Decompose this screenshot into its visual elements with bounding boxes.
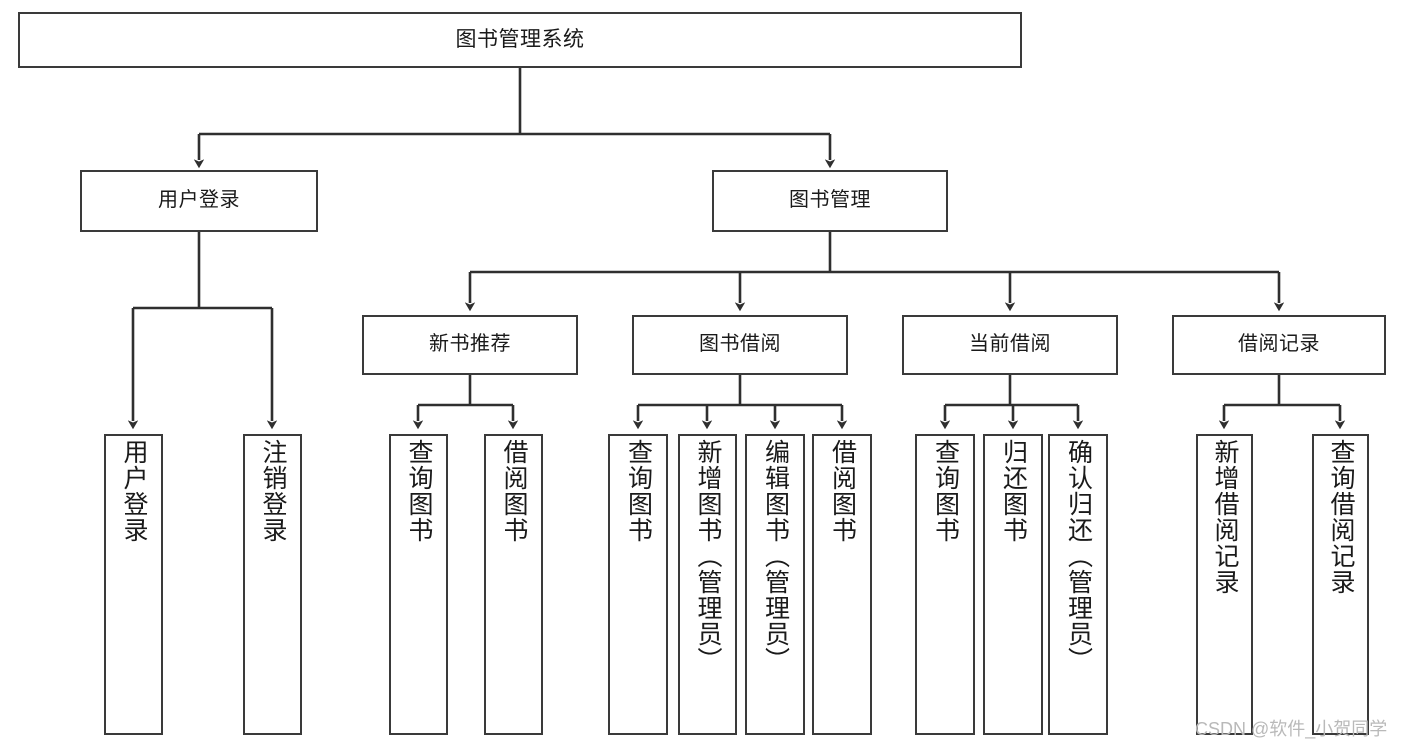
leaf-borrow-book-new-recommend[interactable]: 借阅图书 xyxy=(484,434,543,735)
node-label: 图书管理系统 xyxy=(455,27,585,51)
leaf-logout-login[interactable]: 注销登录 xyxy=(243,434,302,735)
node-label: 查询图书 xyxy=(931,439,960,543)
leaf-user-login[interactable]: 用户登录 xyxy=(104,434,163,735)
leaf-query-book-borrow[interactable]: 查询图书 xyxy=(608,434,668,735)
leaf-query-book-current[interactable]: 查询图书 xyxy=(915,434,975,735)
node-label: 确认归还（管理员） xyxy=(1064,439,1093,673)
node-label: 用户登录 xyxy=(158,189,240,212)
leaf-query-borrow-record[interactable]: 查询借阅记录 xyxy=(1312,434,1369,735)
node-root-book-management-system[interactable]: 图书管理系统 xyxy=(18,12,1022,68)
node-label: 当前借阅 xyxy=(969,333,1051,356)
node-label: 编辑图书（管理员） xyxy=(761,439,790,673)
leaf-confirm-return-admin[interactable]: 确认归还（管理员） xyxy=(1048,434,1108,735)
node-label: 借阅图书 xyxy=(828,439,857,543)
node-label: 查询借阅记录 xyxy=(1327,439,1355,595)
leaf-edit-book-admin[interactable]: 编辑图书（管理员） xyxy=(745,434,805,735)
node-label: 图书借阅 xyxy=(699,333,781,356)
node-new-book-recommend[interactable]: 新书推荐 xyxy=(362,315,578,375)
node-book-borrow[interactable]: 图书借阅 xyxy=(632,315,848,375)
node-label: 图书管理 xyxy=(789,189,871,212)
csdn-watermark: CSDN @软件_小贺同学 xyxy=(1195,719,1388,739)
node-borrow-record[interactable]: 借阅记录 xyxy=(1172,315,1386,375)
leaf-return-book[interactable]: 归还图书 xyxy=(983,434,1043,735)
node-label: 借阅记录 xyxy=(1238,333,1320,356)
leaf-borrow-book-borrow[interactable]: 借阅图书 xyxy=(812,434,872,735)
node-book-manage[interactable]: 图书管理 xyxy=(712,170,948,232)
node-label: 借阅图书 xyxy=(500,439,528,543)
leaf-add-book-admin[interactable]: 新增图书（管理员） xyxy=(678,434,737,735)
leaf-query-book-new-recommend[interactable]: 查询图书 xyxy=(389,434,448,735)
node-label: 查询图书 xyxy=(624,439,653,543)
node-current-borrow[interactable]: 当前借阅 xyxy=(902,315,1118,375)
node-user-login[interactable]: 用户登录 xyxy=(80,170,318,232)
node-label: 归还图书 xyxy=(999,439,1028,543)
node-label: 查询图书 xyxy=(405,439,433,543)
node-label: 用户登录 xyxy=(120,439,148,543)
node-label: 新书推荐 xyxy=(429,333,511,356)
node-label: 注销登录 xyxy=(259,439,287,543)
node-label: 新增借阅记录 xyxy=(1211,439,1239,595)
leaf-add-borrow-record[interactable]: 新增借阅记录 xyxy=(1196,434,1253,735)
node-label: 新增图书（管理员） xyxy=(694,439,722,673)
